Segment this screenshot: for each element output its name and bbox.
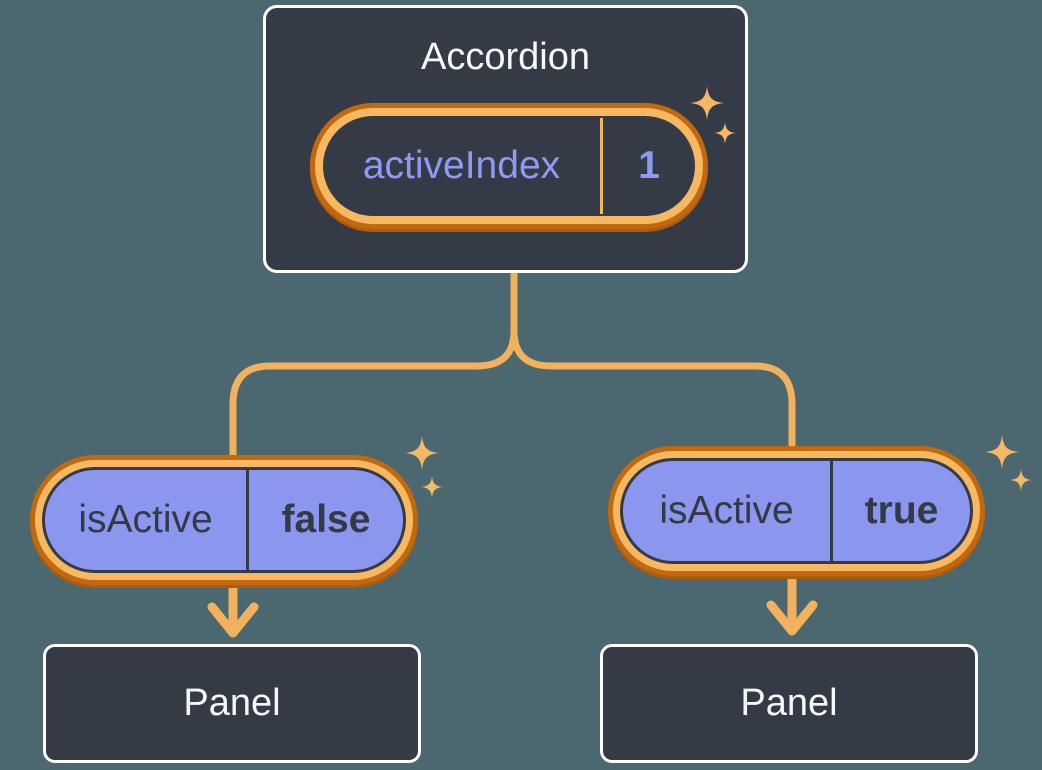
sparkle-icon: [985, 435, 1019, 469]
prop-pill-divider: [246, 470, 249, 570]
panel-node-label: Panel: [183, 682, 281, 724]
state-pill-body: activeIndex 1: [323, 116, 695, 216]
is-active-prop-pill-left: isActive false: [35, 460, 413, 580]
prop-value-label: true: [864, 489, 939, 532]
panel-node-label: Panel: [740, 682, 838, 724]
tree-connector-line: [229, 267, 796, 472]
state-pill-divider: [600, 118, 603, 214]
is-active-prop-pill-right: isActive true: [613, 451, 980, 571]
sparkle-icon: [405, 436, 439, 470]
sparkle-icon: [421, 476, 443, 498]
prop-pill-divider: [830, 461, 833, 561]
panel-node-right: Panel: [600, 644, 978, 763]
prop-value-label: false: [281, 498, 371, 541]
accordion-node: Accordion activeIndex 1: [263, 5, 748, 273]
state-name-label: activeIndex: [362, 144, 561, 187]
state-value-label: 1: [638, 144, 660, 187]
sparkle-icon: [1010, 469, 1032, 491]
prop-name-label: isActive: [78, 498, 213, 541]
prop-name-label: isActive: [659, 489, 794, 532]
accordion-node-title: Accordion: [421, 36, 590, 78]
prop-pill-body: isActive true: [620, 458, 973, 564]
panel-node-left: Panel: [43, 644, 421, 763]
prop-pill-body: isActive false: [42, 467, 406, 573]
active-index-state-pill: activeIndex 1: [315, 108, 703, 224]
